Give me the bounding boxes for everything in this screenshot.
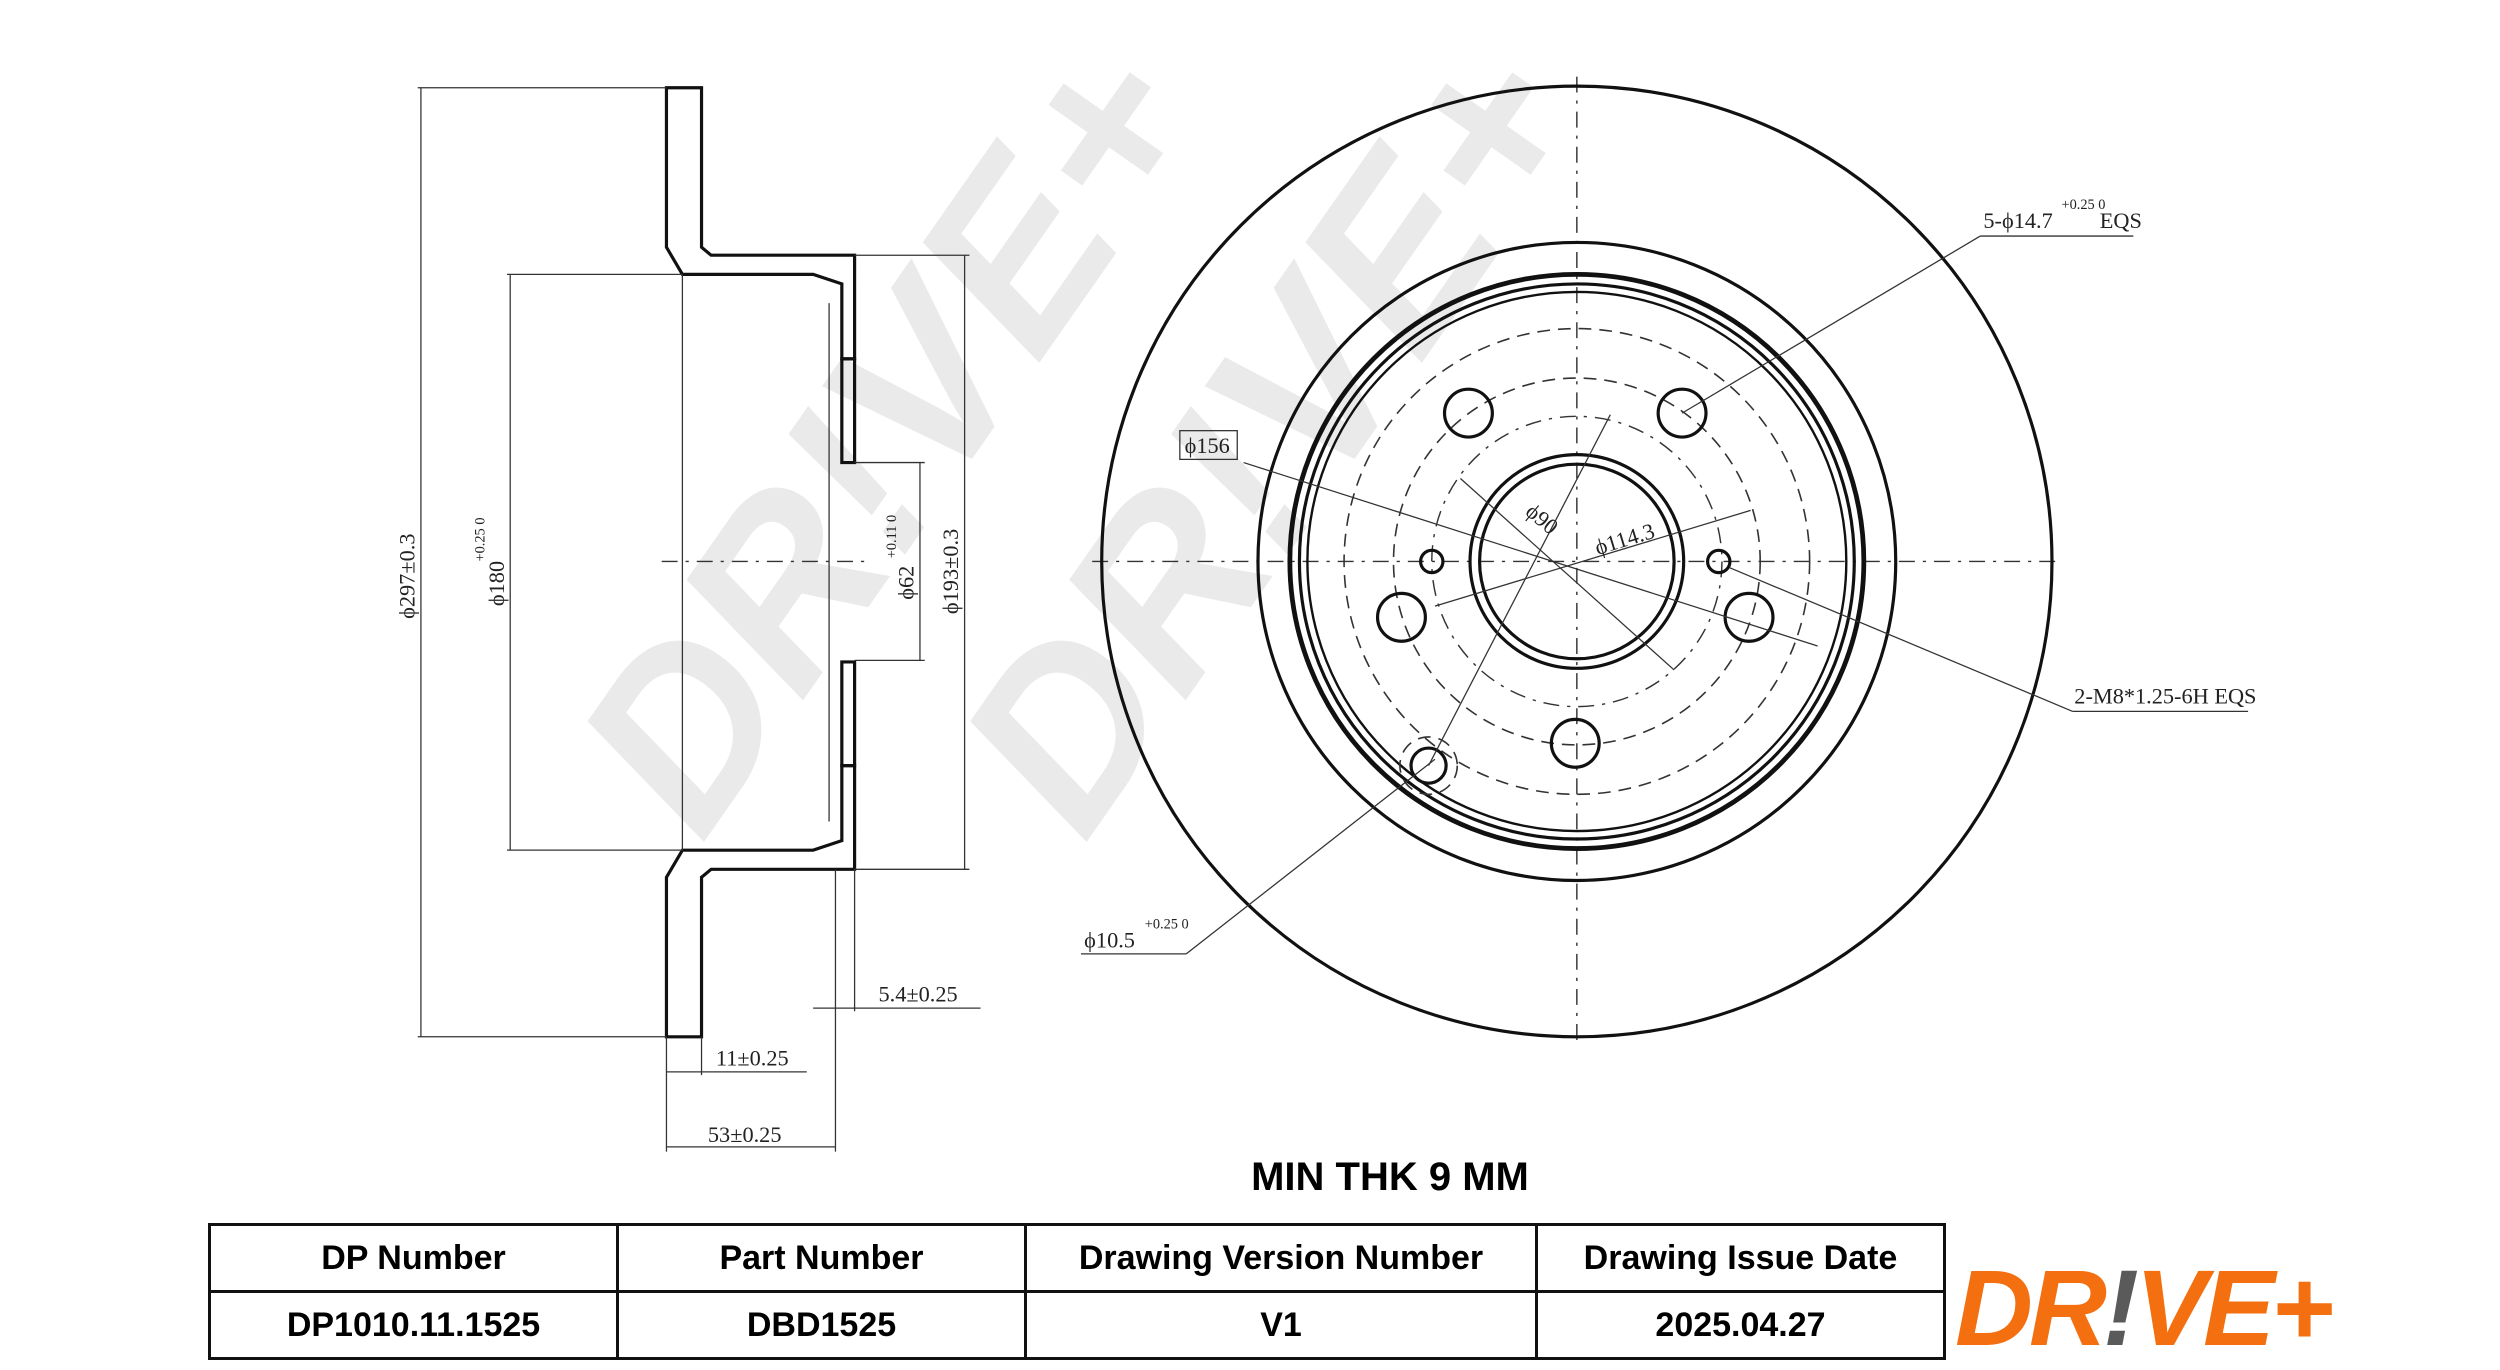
- drive-logo: DR!VE+: [1955, 1245, 2334, 1370]
- value-part-number: DBD1525: [616, 1290, 1027, 1360]
- logo-text-1: DR: [1955, 1247, 2107, 1368]
- inner-tolerance: +0.25 0: [473, 518, 489, 562]
- d90-label: ϕ90: [1521, 498, 1563, 539]
- title-block: DP Number Part Number Drawing Version Nu…: [208, 1223, 1946, 1360]
- hat-diameter-label: ϕ193±0.3: [938, 529, 963, 614]
- header-version: Drawing Version Number: [1024, 1223, 1538, 1293]
- bolt-holes-label: 5-ϕ14.7: [1983, 208, 2052, 233]
- value-issue-date: 2025.04.27: [1535, 1290, 1946, 1360]
- value-dp-number: DP1010.11.1525: [208, 1290, 619, 1360]
- front-view: ϕ156 ϕ90 ϕ114.3 5-ϕ14.7 +0.25 0 EQS 2-M8…: [1080, 76, 2256, 1047]
- pin-tolerance: +0.25 0: [1145, 916, 1189, 932]
- bolt-eqs: EQS: [2100, 208, 2142, 233]
- hub-diameter-label: ϕ62: [894, 566, 919, 600]
- header-issue-date: Drawing Issue Date: [1535, 1223, 1946, 1293]
- outer-diameter-label: ϕ297±0.3: [395, 534, 420, 619]
- thread-label: 2-M8*1.25-6H EQS: [2074, 683, 2256, 708]
- d114-label: ϕ114.3: [1592, 518, 1658, 560]
- min-thickness-note: MIN THK 9 MM: [1251, 1155, 1529, 1199]
- inner-diameter-label: ϕ180: [484, 561, 509, 606]
- d156-label: ϕ156: [1185, 433, 1230, 458]
- logo-exclaim: !: [2103, 1247, 2139, 1368]
- side-section-view: ϕ297±0.3 ϕ180 +0.25 0 ϕ62 +0.11 0 ϕ193±0…: [395, 86, 981, 1152]
- hat-thickness-label: 5.4±0.25: [879, 982, 958, 1007]
- disc-thickness-label: 11±0.25: [716, 1046, 789, 1071]
- hub-tolerance: +0.11 0: [884, 515, 900, 558]
- value-version: V1: [1024, 1290, 1538, 1360]
- height-label: 53±0.25: [708, 1122, 782, 1147]
- header-part-number: Part Number: [616, 1223, 1027, 1293]
- pin-label: ϕ10.5: [1084, 927, 1135, 952]
- bolt-tolerance: +0.25 0: [2062, 197, 2106, 213]
- header-dp-number: DP Number: [208, 1223, 619, 1293]
- logo-text-2: VE+: [2134, 1247, 2334, 1368]
